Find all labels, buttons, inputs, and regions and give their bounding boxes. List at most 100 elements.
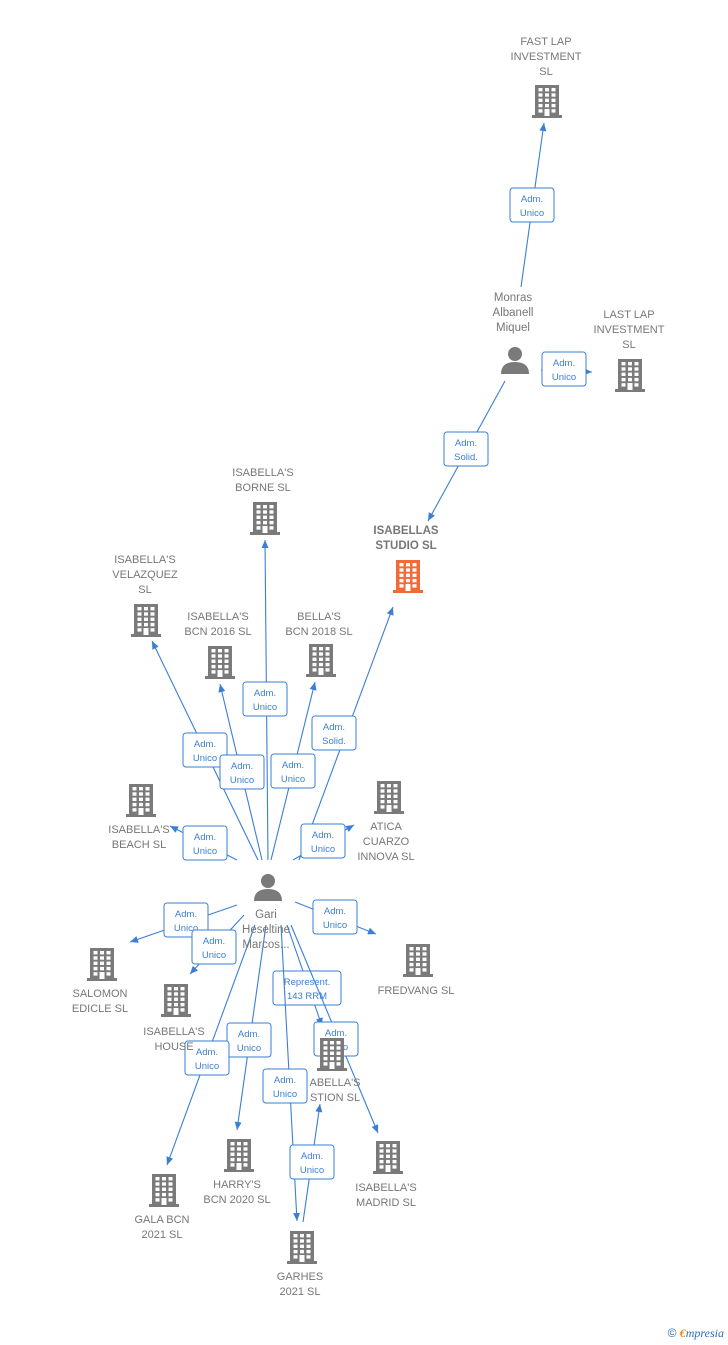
edge-gari-to-atica: Adm.Unico bbox=[292, 823, 355, 861]
arrowhead-icon bbox=[309, 682, 317, 691]
node-label-line: INVESTMENT bbox=[511, 51, 582, 63]
building-icon[interactable] bbox=[205, 646, 235, 679]
edge-label-box[interactable] bbox=[163, 902, 209, 938]
edge-label-box[interactable] bbox=[289, 1144, 335, 1180]
building-icon[interactable] bbox=[131, 604, 161, 637]
node-label-line: 2021 SL bbox=[142, 1229, 183, 1241]
edge-label-box[interactable] bbox=[300, 823, 346, 859]
node-label-line: GARHES bbox=[277, 1271, 323, 1283]
edge-label-text: Represent. bbox=[284, 977, 330, 988]
edge-label-box[interactable] bbox=[219, 754, 265, 790]
edge-label-text: Adm. bbox=[203, 936, 225, 947]
edge-label-text: Adm. bbox=[254, 688, 276, 699]
node-label-line: BCN 2018 SL bbox=[285, 626, 352, 638]
edge-label-box[interactable] bbox=[311, 715, 357, 751]
building-icon[interactable] bbox=[287, 1231, 317, 1264]
building-icon[interactable] bbox=[615, 359, 645, 392]
node-gari[interactable]: GariHeseltineMarcos... bbox=[242, 874, 290, 951]
edge-label-box[interactable] bbox=[184, 1040, 230, 1076]
arrowhead-icon bbox=[367, 927, 376, 935]
edge-label-box[interactable] bbox=[182, 732, 228, 768]
arrowhead-icon bbox=[293, 1212, 301, 1221]
edge-label-box[interactable] bbox=[242, 681, 288, 717]
building-icon[interactable] bbox=[373, 1141, 403, 1174]
person-icon[interactable] bbox=[501, 347, 529, 374]
edge-label-text: Unico bbox=[193, 753, 217, 764]
node-gala[interactable]: GALA BCN 2021 SL bbox=[134, 1174, 190, 1241]
footer-brand: © €mpresia bbox=[668, 1326, 724, 1341]
edge-label-box[interactable] bbox=[262, 1068, 308, 1104]
node-label-line: Monras bbox=[494, 292, 533, 304]
edge-label-box[interactable] bbox=[182, 825, 228, 861]
edge-label-text: Adm. bbox=[553, 358, 575, 369]
focus-building-icon[interactable] bbox=[393, 560, 423, 593]
edge-label-text: Adm. bbox=[231, 761, 253, 772]
building-icon[interactable] bbox=[403, 944, 433, 977]
edges: Adm.UnicoAdm.UnicoAdm.Solid.Adm.Solid.Ad… bbox=[129, 122, 593, 1223]
building-icon[interactable] bbox=[250, 502, 280, 535]
node-label-line: FREDVANG SL bbox=[378, 985, 455, 997]
edge-label-text: Solid. bbox=[322, 736, 346, 747]
building-icon[interactable] bbox=[126, 784, 156, 817]
edge-label-text: Adm. bbox=[521, 194, 543, 205]
edge-gari-to-fredvang: Adm. Unico bbox=[294, 899, 377, 935]
edge-label-text: 143 RRM bbox=[287, 991, 327, 1002]
building-icon[interactable] bbox=[306, 644, 336, 677]
building-icon[interactable] bbox=[161, 984, 191, 1017]
node-label-line: LAST LAP bbox=[603, 309, 654, 321]
edge-label-text: Unico bbox=[253, 702, 277, 713]
arrowhead-icon bbox=[345, 825, 354, 833]
edge-label-box[interactable] bbox=[191, 929, 237, 965]
copyright-symbol: © bbox=[667, 1326, 677, 1340]
node-label-line: SL bbox=[622, 339, 635, 351]
node-fredvang[interactable]: FREDVANG SL bbox=[378, 944, 455, 997]
edge-monras-to-last_lap: Adm. Unico bbox=[540, 351, 593, 387]
arrowhead-icon bbox=[428, 512, 435, 521]
building-icon[interactable] bbox=[87, 948, 117, 981]
edge-label-text: Adm. bbox=[312, 830, 334, 841]
edge-label-text: Adm. bbox=[175, 909, 197, 920]
edge-label-box[interactable] bbox=[272, 970, 342, 1006]
edge-label-text: Adm. bbox=[324, 906, 346, 917]
node-label-line: GALA BCN bbox=[134, 1214, 189, 1226]
edge-label-text: Unico bbox=[323, 920, 347, 931]
edge-label-box[interactable] bbox=[226, 1022, 272, 1058]
arrowhead-icon bbox=[371, 1124, 379, 1133]
building-icon[interactable] bbox=[532, 85, 562, 118]
building-icon[interactable] bbox=[224, 1139, 254, 1172]
edge-label-text: Unico bbox=[300, 1165, 324, 1176]
node-label-line: BEACH SL bbox=[112, 839, 166, 851]
edge-gari-to-gala: Adm.Unico bbox=[166, 924, 256, 1166]
person-icon[interactable] bbox=[254, 874, 282, 901]
building-icon[interactable] bbox=[374, 781, 404, 814]
edge-label-text: Adm. bbox=[301, 1151, 323, 1162]
building-icon[interactable] bbox=[317, 1038, 347, 1071]
edge-label-text: Unico bbox=[552, 372, 576, 383]
edge-label-box[interactable] bbox=[443, 431, 489, 467]
edge-label-box[interactable] bbox=[270, 753, 316, 789]
edge-label-box[interactable] bbox=[509, 187, 555, 223]
edge-label-box[interactable] bbox=[312, 899, 358, 935]
brand-logo-initial: € bbox=[679, 1326, 686, 1340]
node-label-line: SALOMON bbox=[72, 988, 127, 1000]
node-label-line: ISABELLA'S bbox=[187, 611, 248, 623]
building-icon[interactable] bbox=[149, 1174, 179, 1207]
edge-label-box[interactable] bbox=[541, 351, 587, 387]
